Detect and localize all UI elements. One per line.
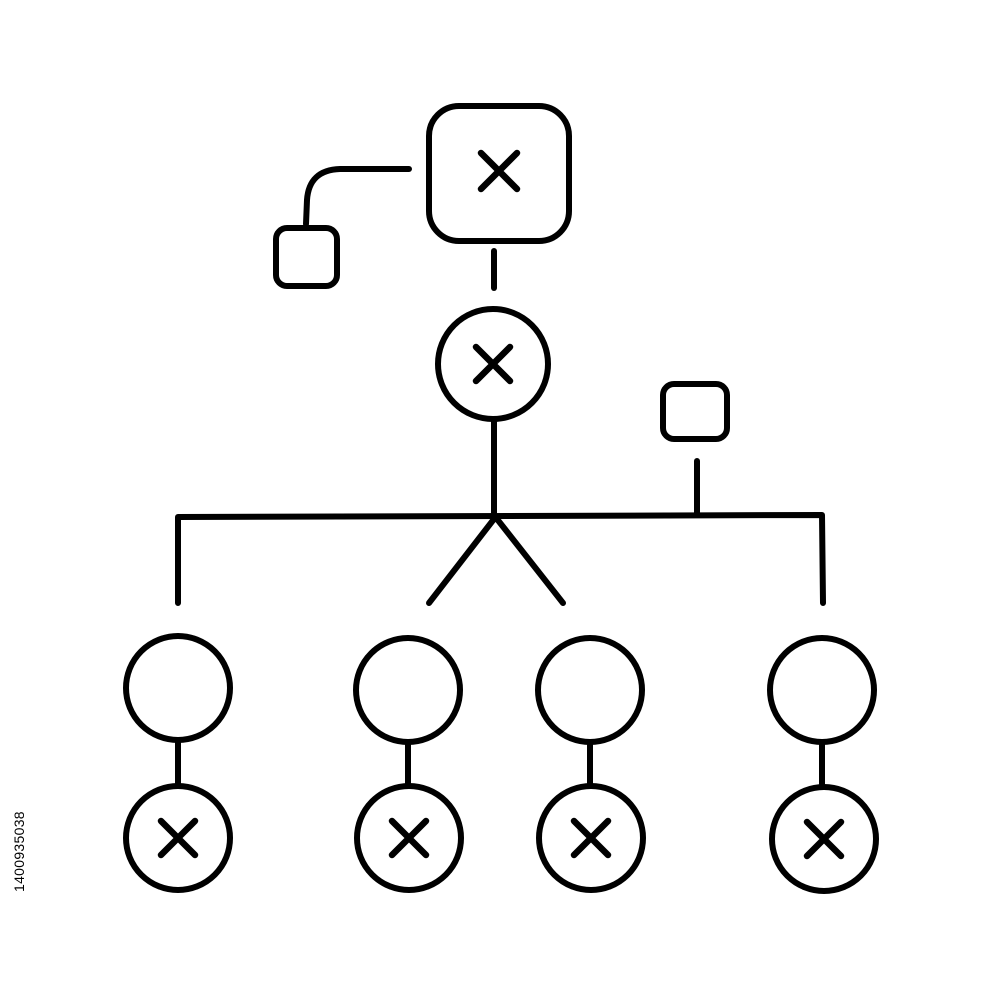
side-box [273,225,340,289]
bottom-group-1 [123,633,233,893]
second-node [435,306,551,422]
x-mark-icon [157,817,199,859]
bottom-group-3 [535,635,646,893]
x-mark-icon [388,817,430,859]
x-mark-icon [570,817,612,859]
group-lower-node [769,784,879,894]
bottom-group-4 [767,635,879,894]
group-upper-node [767,635,877,745]
right-box [660,381,730,442]
group-lower-node [536,783,646,893]
x-mark-icon [477,149,521,193]
connector-diagonal-left [426,516,497,606]
group-lower-node [354,783,464,893]
group-upper-node [353,635,463,745]
bottom-group-2 [353,635,464,893]
connector-top-to-side-box [303,166,412,227]
group-lower-node [123,783,233,893]
connector-diagonal-right [494,516,566,606]
x-mark-icon [803,818,845,860]
x-mark-icon [472,343,514,385]
top-node [426,103,572,244]
horizontal-bus [175,512,826,606]
stock-id-label: 1400935038 [11,811,27,892]
group-upper-node [535,635,645,745]
group-upper-node [123,633,233,743]
